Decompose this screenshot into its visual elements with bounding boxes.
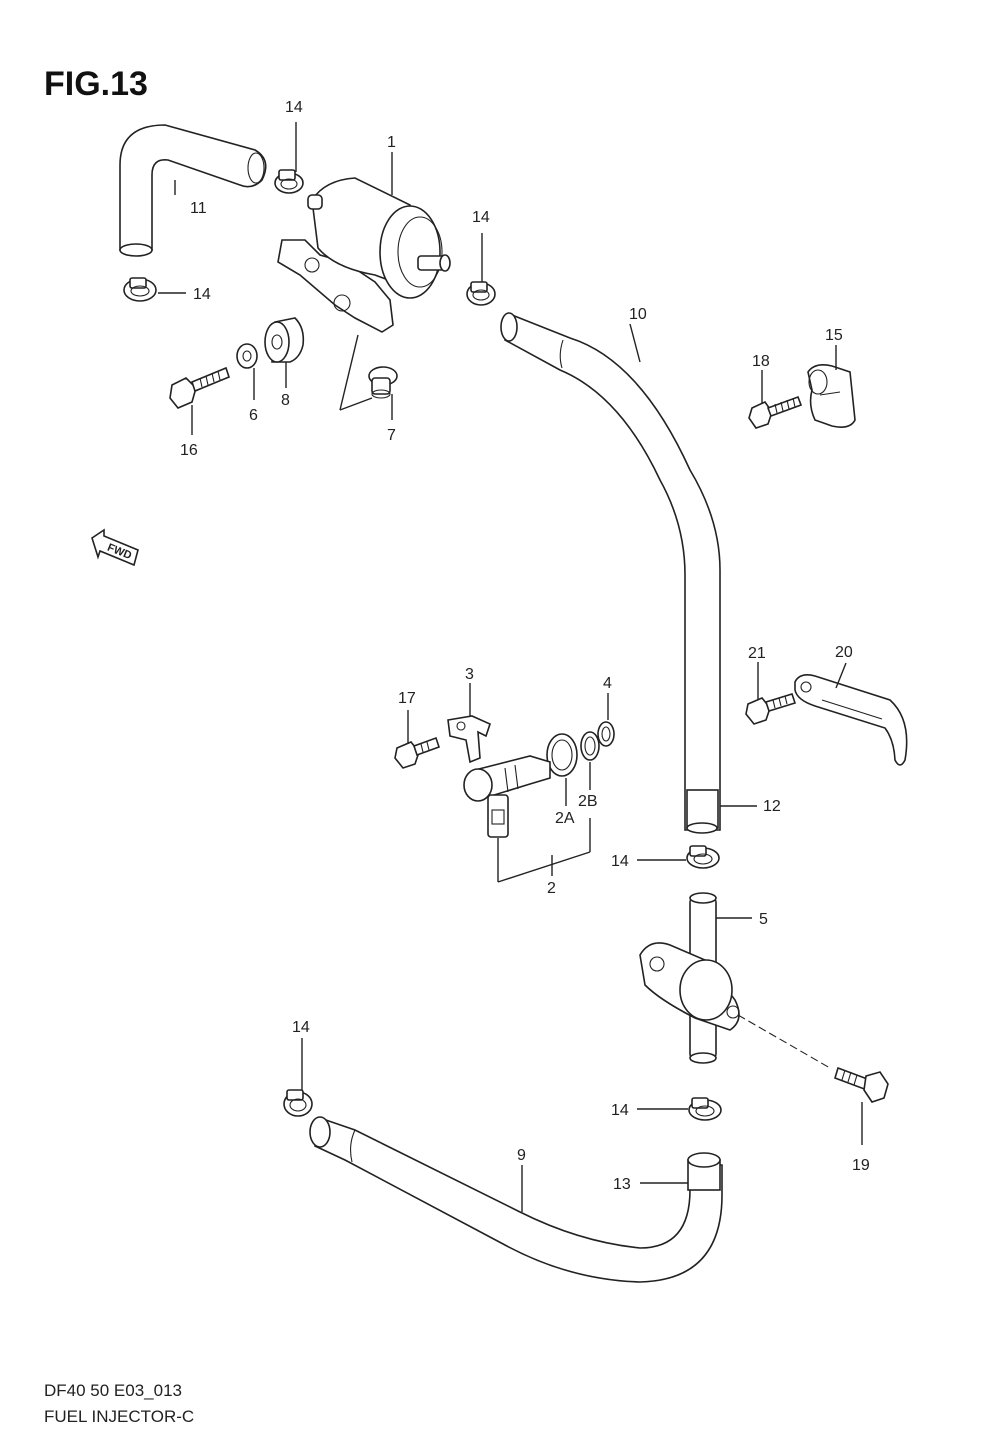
callout-7: 7 [387,427,396,444]
callout-10: 10 [629,306,647,323]
callout-14: 14 [472,209,490,226]
part-14-clamp-f [688,1097,722,1121]
part-2a-oring [546,733,578,777]
part-16-bolt [169,366,230,409]
callout-21: 21 [748,645,766,662]
figure-title: FIG.13 [44,65,148,103]
callout-14: 14 [611,853,629,870]
part-3-plate [447,715,491,764]
callout-1: 1 [387,134,396,151]
callout-9: 9 [517,1147,526,1164]
part-6-washer [236,343,258,369]
callout-16: 16 [180,442,198,459]
callout-14: 14 [193,286,211,303]
callout-5: 5 [759,911,768,928]
callout-12: 12 [763,798,781,815]
callout-14: 14 [285,99,303,116]
part-14-clamp-c [466,281,496,306]
part-13-hose-end [687,1152,721,1191]
fwd-arrow: FWD [91,528,139,567]
callout-2b: 2B [578,793,598,810]
callout-labels: 1 14 14 11 14 10 15 18 6 8 16 7 20 21 4 … [180,99,870,1193]
part-9-hose [309,1116,723,1283]
part-1-fuel-filter [277,177,451,333]
part-5-t-fitting [639,892,740,1064]
part-14-clamp-a [274,169,304,194]
callout-13: 13 [613,1176,631,1193]
callout-18: 18 [752,353,770,370]
diagram-code: DF40 50 E03_013 [44,1381,182,1400]
callout-2: 2 [547,880,556,897]
part-20-bracket [794,674,908,766]
part-2-fuel-injector [463,755,551,838]
part-2b-oring [580,731,600,761]
callout-20: 20 [835,644,853,661]
part-19-bolt [737,1014,889,1103]
part-12-hose-end [686,789,719,834]
part-18-bolt [748,395,803,429]
part-21-bolt [745,693,797,725]
part-4-oring [597,721,615,747]
callout-8: 8 [281,392,290,409]
callout-15: 15 [825,327,843,344]
part-15-clip [807,364,856,428]
diagram-name: FUEL INJECTOR-C [44,1407,194,1426]
callout-6: 6 [249,407,258,424]
callout-17: 17 [398,690,416,707]
callout-2a: 2A [555,810,575,827]
part-14-clamp-e [283,1089,313,1117]
part-14-clamp-b [123,277,157,302]
part-14-clamp-d [686,845,720,869]
callout-14: 14 [611,1102,629,1119]
callout-19: 19 [852,1157,870,1174]
part-17-bolt [394,736,441,769]
part-7-collar [368,366,398,399]
part-11-hose [119,124,267,257]
part-8-grommet [264,317,305,363]
callout-4: 4 [603,675,612,692]
part-10-hose [500,312,721,831]
leader-lines [158,122,863,1212]
callout-3: 3 [465,666,474,683]
callout-14: 14 [292,1019,310,1036]
callout-11: 11 [190,200,207,217]
